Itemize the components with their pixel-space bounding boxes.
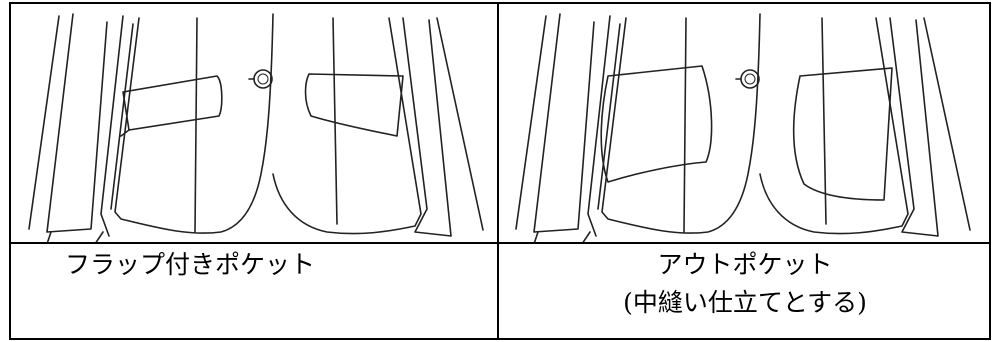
comparison-table: フラップ付きポケット アウトポケット (中縫い仕立てとする)	[9, 2, 991, 340]
jacket-patch-pocket-drawing	[515, 13, 971, 242]
patch-pocket-caption: アウトポケット	[657, 250, 833, 279]
jacket-flap-pocket-drawing	[28, 13, 484, 242]
flap-pocket-caption-cell: フラップ付きポケット	[11, 244, 499, 340]
flap-pocket-illustration	[11, 4, 499, 244]
flap-pocket-caption: フラップ付きポケット	[65, 250, 316, 279]
patch-pocket-illustration	[499, 4, 991, 244]
patch-pocket-caption-cell: アウトポケット (中縫い仕立てとする)	[499, 244, 991, 340]
patch-pocket-note: (中縫い仕立てとする)	[623, 288, 867, 317]
